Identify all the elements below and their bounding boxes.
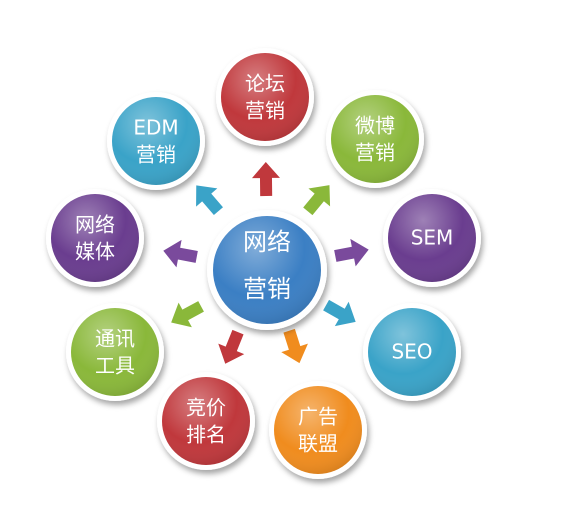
arrows-layer (163, 162, 369, 364)
arrow-to-ad (281, 328, 308, 364)
node-ranking-label-line2: 排名 (186, 423, 226, 447)
arrow-to-ranking (218, 329, 245, 364)
node-im-label-line1: 通讯 (95, 327, 135, 351)
arrow-to-network (163, 239, 198, 268)
node-sem: SEM (383, 189, 481, 287)
node-seo-label: SEO (391, 340, 432, 364)
arrow-to-forum (251, 162, 280, 197)
node-edm: EDM 营销 (107, 92, 205, 190)
node-ad-shine (274, 386, 362, 474)
center-node-shine (213, 216, 321, 324)
node-forum-label-line2: 营销 (245, 99, 285, 123)
node-network-label-line2: 媒体 (75, 240, 115, 264)
arrow-to-seo (323, 299, 356, 327)
node-network-label-line1: 网络 (75, 213, 115, 237)
arrow-to-weibo (303, 185, 331, 216)
node-ranking-label-line1: 竞价 (186, 396, 226, 420)
node-sem-shine (388, 194, 476, 282)
node-network-shine (51, 194, 139, 282)
arrow-to-im (171, 301, 204, 328)
center-node-label-line1: 网络 (243, 228, 291, 256)
node-weibo-shine (331, 95, 419, 183)
node-im-shine (71, 308, 159, 396)
node-seo-shine (368, 308, 456, 396)
node-edm-label-line1: EDM (133, 116, 178, 140)
node-forum-label-line1: 论坛 (245, 72, 285, 96)
node-ad-label-line2: 联盟 (298, 432, 338, 456)
node-sem-label: SEM (411, 226, 454, 250)
node-forum-shine (221, 53, 309, 141)
node-weibo-label-line2: 营销 (355, 141, 395, 165)
arrow-to-sem (334, 238, 369, 267)
node-weibo-label-line1: 微博 (355, 114, 395, 138)
node-seo: SEO (363, 303, 461, 401)
node-ad-label-line1: 广告 (298, 405, 338, 429)
arrow-to-edm (196, 185, 223, 216)
node-im-label-line2: 工具 (95, 354, 135, 378)
node-ranking-shine (162, 377, 250, 465)
center-node-label-line2: 营销 (243, 275, 291, 303)
center-node: 网络 营销 (207, 210, 327, 330)
node-edm-label-line2: 营销 (136, 143, 176, 167)
node-edm-shine (112, 97, 200, 185)
